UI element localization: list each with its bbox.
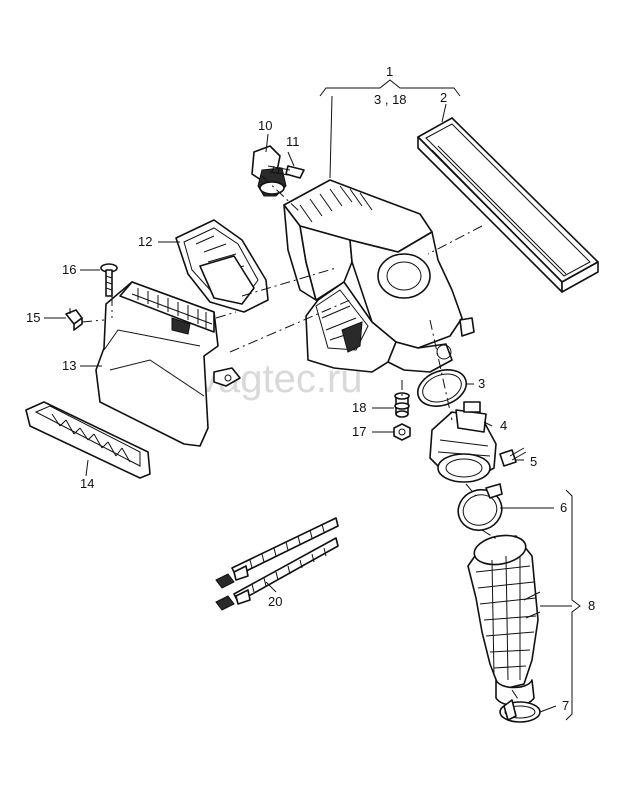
rubber-mount — [251, 145, 287, 197]
callout-2: 2 — [440, 90, 447, 105]
screw-5 — [499, 447, 527, 467]
callout-14: 14 — [80, 476, 94, 491]
callout-6: 6 — [560, 500, 567, 515]
callout-1-sub: 3 , 18 — [374, 92, 407, 107]
callout-17: 17 — [352, 424, 366, 439]
air-guide-lower — [25, 401, 151, 479]
callout-1: 1 — [386, 64, 393, 79]
callout-20: 20 — [268, 594, 282, 609]
bolt — [267, 165, 305, 179]
callout-labels: 1 3 , 18 2 10 11 12 16 15 13 14 3 18 17 … — [26, 64, 595, 713]
callout-5: 5 — [530, 454, 537, 469]
nut — [393, 423, 411, 441]
callout-13: 13 — [62, 358, 76, 373]
callout-7: 7 — [562, 698, 569, 713]
callout-11: 11 — [286, 134, 300, 149]
callout-16: 16 — [62, 262, 76, 277]
air-intake-scoop — [175, 219, 269, 313]
air-filter-element — [417, 117, 599, 293]
callout-8: 8 — [588, 598, 595, 613]
hose-clamp-7 — [499, 699, 541, 723]
assembly-lines — [81, 175, 521, 703]
hose-clamp-6 — [457, 483, 503, 532]
nut-clip — [65, 308, 83, 331]
callout-18: 18 — [352, 400, 366, 415]
screw-16 — [100, 263, 118, 297]
grommet — [394, 392, 410, 418]
air-filter-housing — [283, 179, 475, 373]
callout-12: 12 — [138, 234, 152, 249]
callout-3: 3 — [478, 376, 485, 391]
air-mass-meter — [429, 401, 497, 483]
leader-lines — [44, 79, 581, 721]
callout-4: 4 — [500, 418, 507, 433]
seal-ring — [416, 369, 468, 407]
intake-hose — [467, 534, 541, 707]
cable-ties — [215, 517, 339, 611]
air-guide-duct — [95, 281, 241, 447]
callout-15: 15 — [26, 310, 40, 325]
callout-10: 10 — [258, 118, 272, 133]
